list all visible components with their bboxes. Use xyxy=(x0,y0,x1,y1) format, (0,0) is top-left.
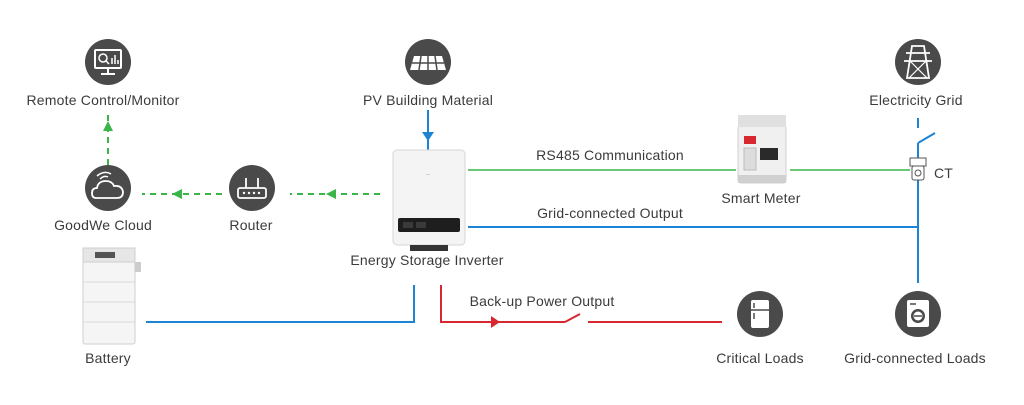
goodwe-cloud-label: GoodWe Cloud xyxy=(54,217,152,233)
backup-power-line xyxy=(440,285,722,328)
fridge-icon xyxy=(737,291,783,337)
cloud-wifi-icon xyxy=(85,165,131,211)
router-icon xyxy=(229,165,275,211)
electricity-grid-label: Electricity Grid xyxy=(869,92,963,108)
router-label: Router xyxy=(229,217,273,233)
pv-to-inverter-line xyxy=(422,110,434,150)
washing-machine-icon xyxy=(895,291,941,337)
inverter-device: ~ xyxy=(392,149,466,251)
smart-meter-label: Smart Meter xyxy=(721,190,801,206)
grid-top-line xyxy=(917,118,936,158)
grid-output-label: Grid-connected Output xyxy=(537,205,683,221)
inverter-to-router-link xyxy=(290,189,380,199)
pv-material-label: PV Building Material xyxy=(362,92,494,108)
battery-stack-icon xyxy=(82,247,141,345)
svg-text:~: ~ xyxy=(426,172,430,179)
critical-loads-label: Critical Loads xyxy=(716,350,804,366)
smart-meter-device xyxy=(737,115,787,184)
grid-loads-label: Grid-connected Loads xyxy=(844,350,986,366)
remote-monitor-label: Remote Control/Monitor xyxy=(26,92,180,108)
cloud-to-monitor-link xyxy=(103,112,113,165)
backup-output-label: Back-up Power Output xyxy=(469,293,615,309)
solar-panel-icon xyxy=(405,39,451,85)
ct-label: CT xyxy=(934,165,954,181)
battery-label: Battery xyxy=(85,350,131,366)
monitor-chart-icon xyxy=(85,39,131,85)
ct-sensor-icon xyxy=(909,157,927,181)
power-tower-icon xyxy=(895,39,941,85)
inverter-label: Energy Storage Inverter xyxy=(350,252,504,268)
rs485-label: RS485 Communication xyxy=(536,147,684,163)
battery-line xyxy=(146,285,415,323)
router-to-cloud-link xyxy=(142,189,222,199)
